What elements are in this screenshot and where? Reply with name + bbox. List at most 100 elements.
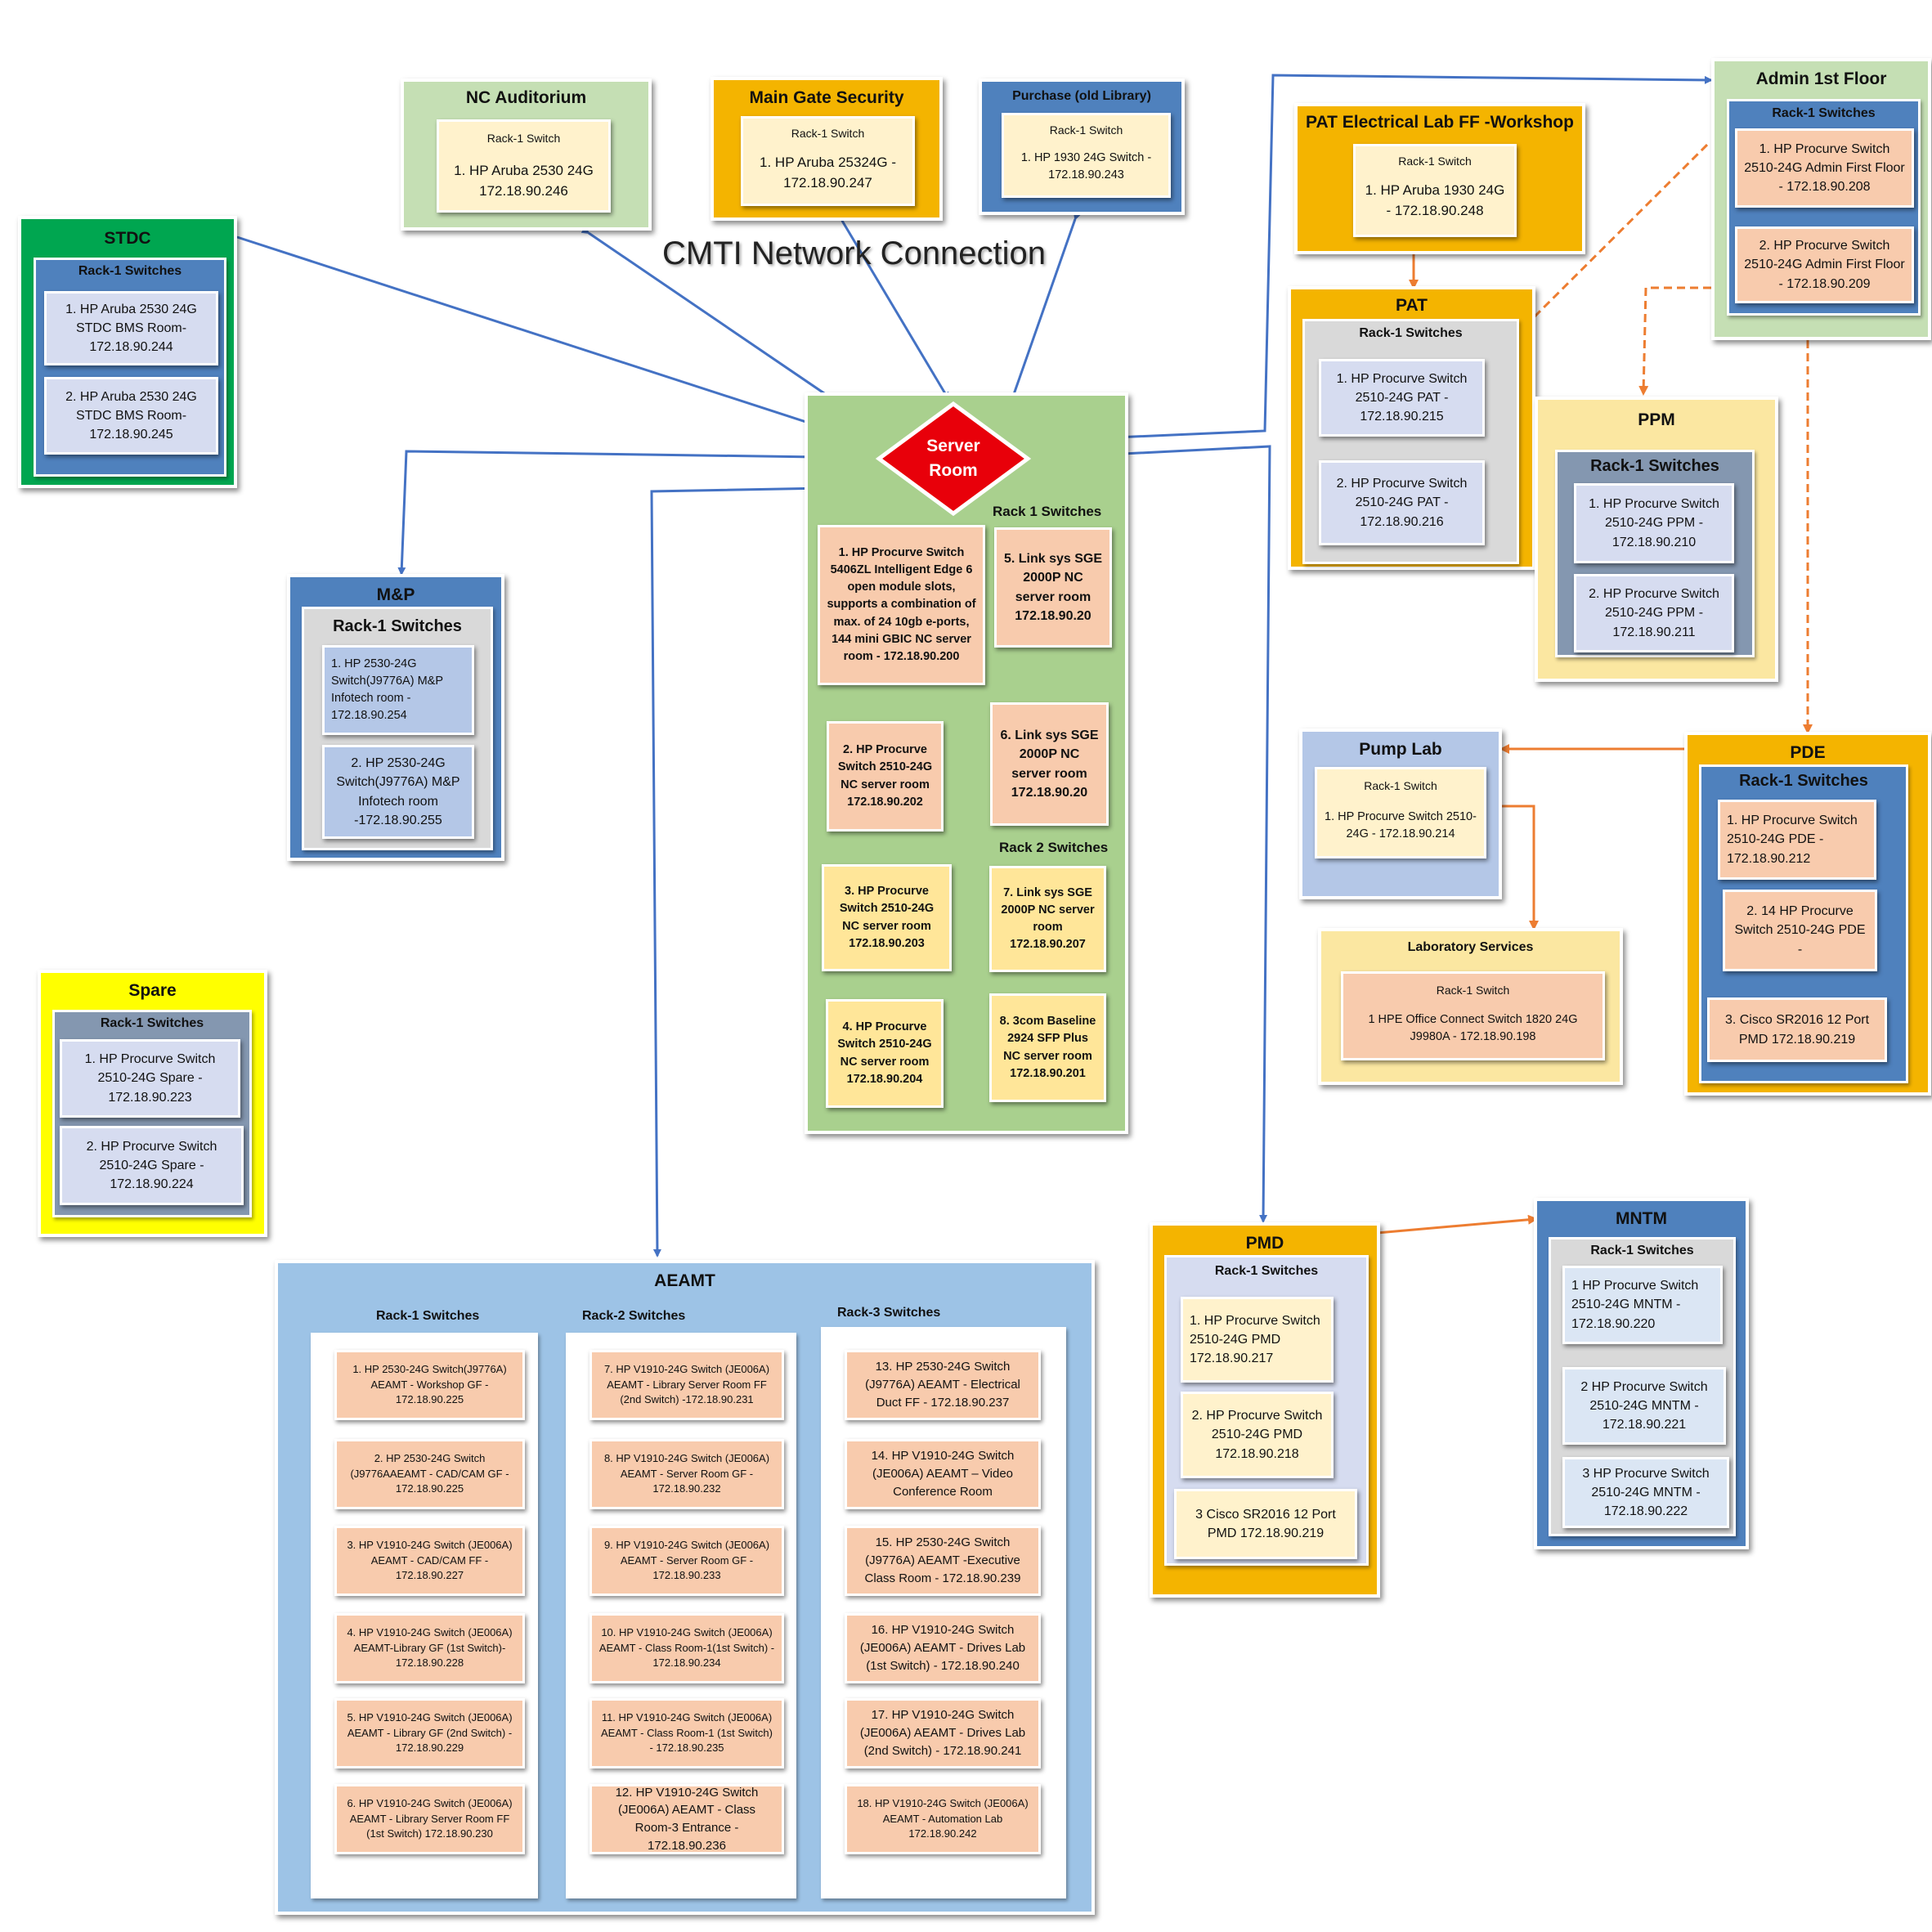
aeamt-rack1-label: Rack-1 Switches <box>376 1309 480 1323</box>
purchase-panel: Purchase (old Library) Rack-1 Switch 1. … <box>979 78 1185 215</box>
lab-services-title: Laboratory Services <box>1407 940 1534 954</box>
aeamt-panel: AEAMT Rack-1 Switches 1. HP 2530-24G Swi… <box>275 1260 1095 1915</box>
aeamt-switch-18: 18. HP V1910-24G Switch (JE006A) AEAMT -… <box>845 1784 1041 1854</box>
aeamt-switch-2: 2. HP 2530-24G Switch (J9776AAEAMT - CAD… <box>334 1439 525 1509</box>
lab-services-panel: Laboratory Services Rack-1 Switch 1 HPE … <box>1318 928 1623 1085</box>
nc-auditorium-switch: Rack-1 Switch 1. HP Aruba 2530 24G 172.1… <box>437 119 611 213</box>
purchase-title: Purchase (old Library) <box>1012 89 1151 103</box>
server-switch-1: 1. HP Procurve Switch 5406ZL Intelligent… <box>818 525 985 685</box>
pump-switch: Rack-1 Switch 1. HP Procurve Switch 2510… <box>1315 767 1486 858</box>
aeamt-rack2-label: Rack-2 Switches <box>582 1309 686 1323</box>
admin-rack-label: Rack-1 Switches <box>1772 106 1876 120</box>
server-switch-8: 8. 3com Baseline 2924 SFP Plus NC server… <box>989 993 1106 1102</box>
mntm-rack: Rack-1 Switches 1 HP Procurve Switch 251… <box>1549 1237 1736 1536</box>
ppm-rack-label: Rack-1 Switches <box>1590 457 1719 475</box>
spare-title: Spare <box>128 981 177 1000</box>
pde-rack: Rack-1 Switches 1. HP Procurve Switch 25… <box>1699 764 1908 1083</box>
aeamt-switch-15: 15. HP 2530-24G Switch (J9776A) AEAMT -E… <box>845 1526 1041 1596</box>
stdc-rack: Rack-1 Switches 1. HP Aruba 2530 24G STD… <box>34 258 226 477</box>
lab-services-switch: Rack-1 Switch 1 HPE Office Connect Switc… <box>1341 971 1605 1060</box>
mp-rack-label: Rack-1 Switches <box>333 617 462 635</box>
stdc-panel: STDC Rack-1 Switches 1. HP Aruba 2530 24… <box>18 216 237 488</box>
aeamt-rack-1: 1. HP 2530-24G Switch(J9776A) AEAMT - Wo… <box>311 1333 538 1898</box>
server-switch-6: 6. Link sys SGE 2000P NC server room 172… <box>990 702 1109 826</box>
mntm-rack-label: Rack-1 Switches <box>1590 1244 1694 1257</box>
server-switch-4: 4. HP Procurve Switch 2510-24G NC server… <box>826 999 944 1108</box>
server-room-panel: Rack 1 Switches 1. HP Procurve Switch 54… <box>805 392 1128 1134</box>
stdc-switch-2: 2. HP Aruba 2530 24G STDC BMS Room- 172.… <box>44 377 218 455</box>
diagram-title: CMTI Network Connection <box>662 235 1047 271</box>
aeamt-switch-4: 4. HP V1910-24G Switch (JE006A) AEAMT-Li… <box>334 1613 525 1683</box>
server-switch-7: 7. Link sys SGE 2000P NC server room 172… <box>989 866 1106 972</box>
pat-rack: Rack-1 Switches 1. HP Procurve Switch 25… <box>1302 319 1519 564</box>
aeamt-switch-1: 1. HP 2530-24G Switch(J9776A) AEAMT - Wo… <box>334 1350 525 1420</box>
pump-panel: Pump Lab Rack-1 Switch 1. HP Procurve Sw… <box>1299 728 1502 899</box>
link-admin-ppm-dashed <box>1638 286 1711 396</box>
aeamt-rack-2: 7. HP V1910-24G Switch (JE006A) AEAMT - … <box>566 1333 796 1898</box>
spare-switch-2: 2. HP Procurve Switch 2510-24G Spare - 1… <box>60 1126 244 1205</box>
pat-title: PAT <box>1396 296 1428 315</box>
spare-rack: Rack-1 Switches 1. HP Procurve Switch 25… <box>52 1010 252 1217</box>
aeamt-switch-10: 10. HP V1910-24G Switch (JE006A) AEAMT -… <box>589 1613 784 1683</box>
aeamt-switch-16: 16. HP V1910-24G Switch (JE006A) AEAMT -… <box>845 1613 1041 1683</box>
server-room-diamond <box>876 401 1031 517</box>
admin-switch-2: 2. HP Procurve Switch 2510-24G Admin Fir… <box>1735 226 1914 303</box>
lab-services-item: 1 HPE Office Connect Switch 1820 24G J99… <box>1368 1013 1578 1044</box>
spare-rack-label: Rack-1 Switches <box>100 1016 204 1030</box>
mntm-switch-1: 1 HP Procurve Switch 2510-24G MNTM - 172… <box>1562 1266 1723 1344</box>
pat-switch-1: 1. HP Procurve Switch 2510-24G PAT - 172… <box>1319 359 1485 437</box>
main-gate-rack: Rack-1 Switch <box>791 127 865 140</box>
pat-lab-item: 1. HP Aruba 1930 24G - 172.18.90.248 <box>1365 182 1505 218</box>
pump-title: Pump Lab <box>1359 740 1442 759</box>
aeamt-switch-7: 7. HP V1910-24G Switch (JE006A) AEAMT - … <box>589 1350 784 1420</box>
aeamt-switch-17: 17. HP V1910-24G Switch (JE006A) AEAMT -… <box>845 1698 1041 1768</box>
aeamt-rack3-label: Rack-3 Switches <box>837 1306 941 1320</box>
aeamt-title: AEAMT <box>654 1271 715 1290</box>
stdc-rack-label: Rack-1 Switches <box>78 264 182 278</box>
server-rack2-label: Rack 2 Switches <box>999 840 1109 855</box>
admin-title: Admin 1st Floor <box>1755 69 1887 88</box>
ppm-title: PPM <box>1638 410 1675 429</box>
pat-lab-rack: Rack-1 Switch <box>1398 155 1472 168</box>
mp-rack: Rack-1 Switches 1. HP 2530-24G Switch(J9… <box>302 607 493 850</box>
pde-rack-label: Rack-1 Switches <box>1739 772 1868 790</box>
main-gate-switch: Rack-1 Switch 1. HP Aruba 25324G - 172.1… <box>741 116 915 206</box>
spare-panel: Spare Rack-1 Switches 1. HP Procurve Swi… <box>38 970 267 1237</box>
pat-panel: PAT Rack-1 Switches 1. HP Procurve Switc… <box>1288 286 1535 570</box>
purchase-item: 1. HP 1930 24G Switch - 172.18.90.243 <box>1020 151 1152 182</box>
ppm-panel: PPM Rack-1 Switches 1. HP Procurve Switc… <box>1535 397 1778 682</box>
pump-item: 1. HP Procurve Switch 2510-24G - 172.18.… <box>1325 810 1477 841</box>
mp-title: M&P <box>376 585 415 604</box>
mp-switch-1: 1. HP 2530-24G Switch(J9776A) M&P Infote… <box>322 645 474 735</box>
aeamt-switch-5: 5. HP V1910-24G Switch (JE006A) AEAMT - … <box>334 1698 525 1768</box>
mntm-switch-3: 3 HP Procurve Switch 2510-24G MNTM - 172… <box>1562 1457 1729 1528</box>
ppm-switch-2: 2. HP Procurve Switch 2510-24G PPM - 172… <box>1574 574 1734 652</box>
admin-rack: Rack-1 Switches 1. HP Procurve Switch 25… <box>1727 99 1921 316</box>
pmd-rack: Rack-1 Switches 1. HP Procurve Switch 25… <box>1164 1255 1369 1566</box>
admin-switch-1: 1. HP Procurve Switch 2510-24G Admin Fir… <box>1735 128 1914 208</box>
nc-auditorium-title: NC Auditorium <box>465 88 587 107</box>
pat-switch-2: 2. HP Procurve Switch 2510-24G PAT - 172… <box>1319 460 1485 545</box>
mntm-panel: MNTM Rack-1 Switches 1 HP Procurve Switc… <box>1534 1198 1749 1549</box>
mp-panel: M&P Rack-1 Switches 1. HP 2530-24G Switc… <box>287 574 504 861</box>
aeamt-switch-6: 6. HP V1910-24G Switch (JE006A) AEAMT - … <box>334 1784 525 1854</box>
aeamt-rack-3: 13. HP 2530-24G Switch (J9776A) AEAMT - … <box>821 1327 1066 1898</box>
pmd-panel: PMD Rack-1 Switches 1. HP Procurve Switc… <box>1150 1222 1380 1598</box>
purchase-switch: Rack-1 Switch 1. HP 1930 24G Switch - 17… <box>1002 113 1171 198</box>
pde-switch-3: 3. Cisco SR2016 12 Port PMD 172.18.90.21… <box>1707 997 1887 1062</box>
aeamt-switch-14: 14. HP V1910-24G Switch (JE006A) AEAMT –… <box>845 1439 1041 1509</box>
pat-lab-panel: PAT Electrical Lab FF -Workshop Rack-1 S… <box>1294 103 1585 254</box>
pat-rack-label: Rack-1 Switches <box>1359 326 1463 340</box>
pmd-switch-2: 2. HP Procurve Switch 2510-24G PMD 172.1… <box>1181 1392 1334 1478</box>
pump-rack: Rack-1 Switch <box>1364 779 1437 792</box>
main-gate-title: Main Gate Security <box>749 88 904 107</box>
pde-title: PDE <box>1790 743 1826 762</box>
pde-switch-2: 2. 14 HP Procurve Switch 2510-24G PDE - <box>1723 890 1877 971</box>
pmd-title: PMD <box>1245 1234 1284 1253</box>
pmd-rack-label: Rack-1 Switches <box>1214 1264 1319 1278</box>
aeamt-switch-3: 3. HP V1910-24G Switch (JE006A) AEAMT - … <box>334 1526 525 1596</box>
